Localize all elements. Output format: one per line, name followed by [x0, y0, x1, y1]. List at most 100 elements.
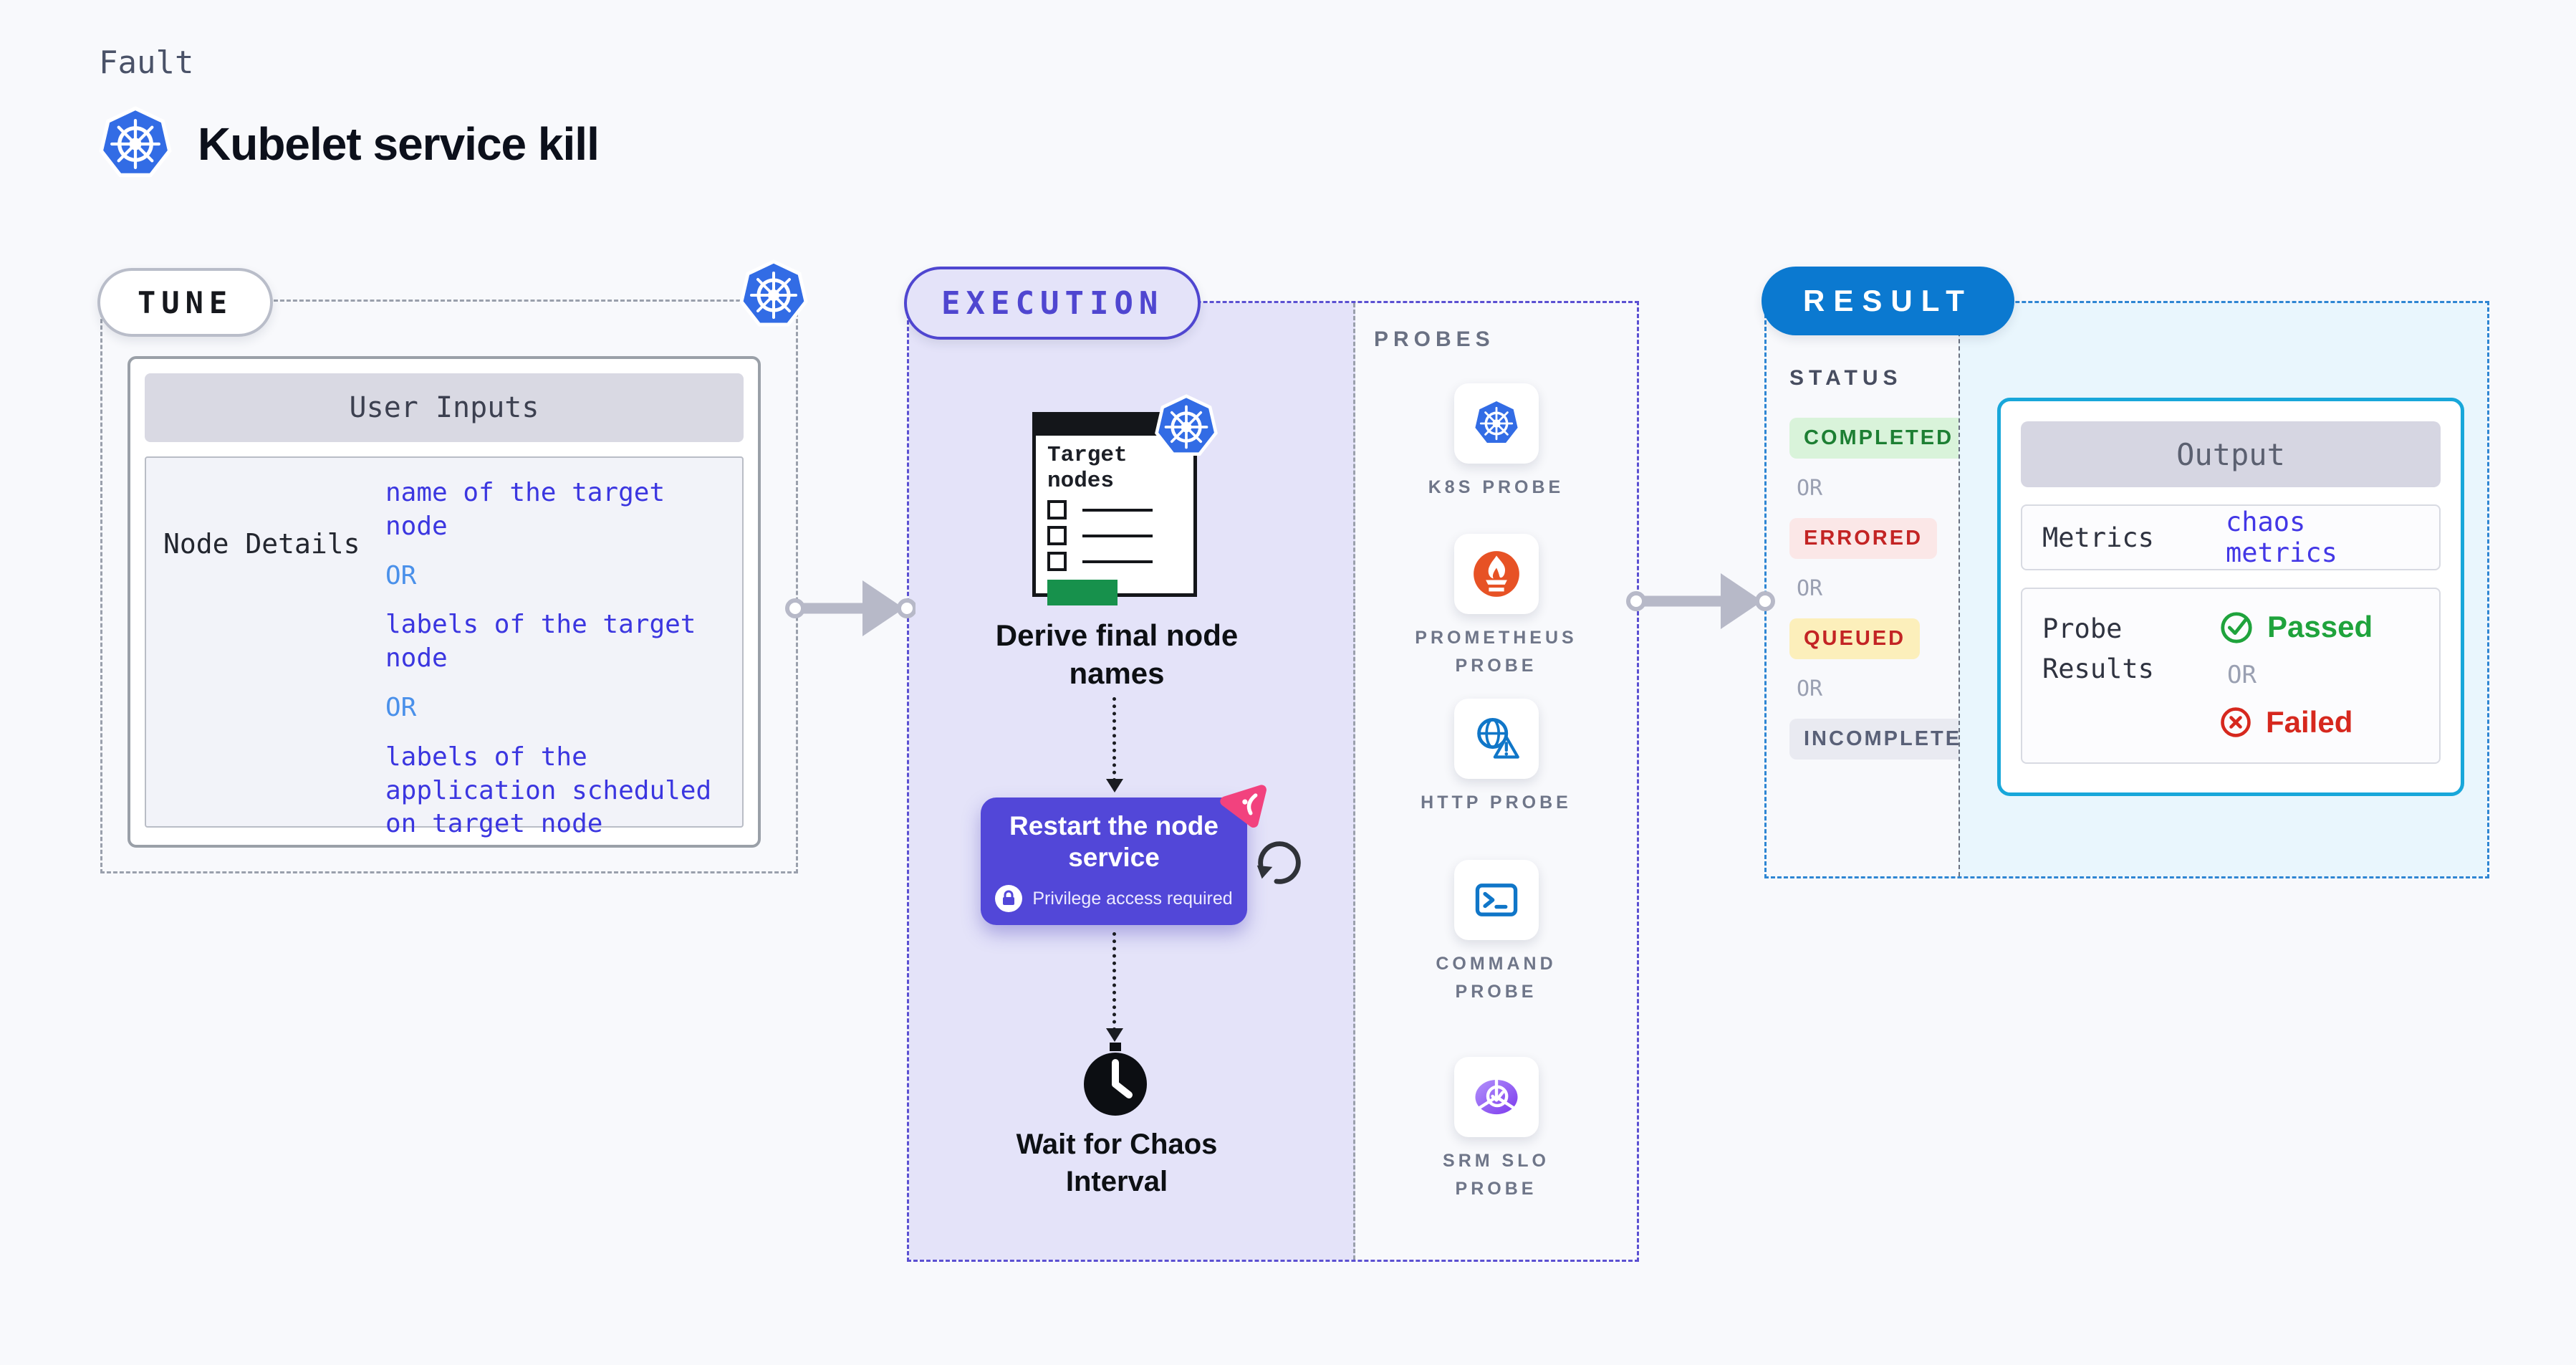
probe-label: K8S PROBE — [1428, 477, 1565, 497]
check-circle-icon — [2221, 612, 2252, 643]
probes-zone: PROBES K8S PROBE PROMETHEUS PROBE — [1355, 303, 1637, 1260]
value-item: name of the target node — [385, 478, 665, 541]
page-title: Kubelet service kill — [198, 118, 600, 170]
line — [1082, 560, 1153, 563]
action-title: Restart the node service — [1009, 810, 1219, 872]
or-separator: OR — [385, 692, 417, 722]
or-separator: OR — [2227, 661, 2257, 689]
privilege-note: Privilege access required — [1032, 888, 1233, 909]
title-row: Kubelet service kill — [97, 106, 600, 182]
probe-item: PROMETHEUS PROBE — [1355, 534, 1637, 680]
status-title: STATUS — [1789, 366, 1903, 390]
kubernetes-icon — [1472, 398, 1520, 446]
probe-card — [1453, 534, 1539, 614]
arrow-down-icon — [1106, 1028, 1123, 1050]
output-header: Output — [2021, 421, 2441, 487]
tune-section: User Inputs Node Details name of the tar… — [100, 300, 798, 873]
flow-arrow-icon — [785, 580, 915, 636]
kubernetes-icon — [97, 106, 173, 182]
slo-gauge-icon — [1474, 1078, 1518, 1115]
failed-label: Failed — [2266, 705, 2353, 739]
kubernetes-icon — [1153, 394, 1219, 460]
checkbox-row — [1047, 500, 1182, 520]
target-nodes-title: Target nodes — [1047, 443, 1128, 494]
prometheus-icon — [1473, 551, 1519, 597]
node-details-row: Node Details name of the target node OR … — [145, 456, 744, 838]
probe-label: COMMAND PROBE — [1436, 954, 1557, 1002]
probe-item: HTTP PROBE — [1355, 699, 1637, 817]
wait-step-label: Wait for Chaos Interval — [1016, 1129, 1218, 1197]
dotted-connector — [1112, 697, 1116, 782]
or-separator: OR — [1797, 476, 1823, 501]
status-column: STATUS COMPLETED OR ERRORED OR QUEUED OR… — [1767, 303, 1994, 876]
derive-step-label: Derive final node names — [995, 618, 1239, 690]
probe-label: SRM SLO PROBE — [1443, 1151, 1549, 1199]
probe-item: SRM SLO PROBE — [1355, 1057, 1637, 1203]
probe-results-row: Probe Results Passed OR — [2021, 588, 2441, 764]
checkbox-icon — [1047, 526, 1067, 546]
refresh-icon — [1256, 841, 1301, 884]
restart-node-service-card: Restart the node service Privilege acces… — [981, 785, 1267, 925]
target-nodes-window: Target nodes — [1032, 412, 1197, 606]
node-details-values: name of the target node OR labels of the… — [385, 476, 725, 838]
passed-label: Passed — [2267, 610, 2373, 643]
output-zone: Output Metrics chaos metrics Probe Resul… — [1959, 303, 2487, 876]
checkbox-row — [1047, 526, 1182, 546]
or-separator: OR — [1797, 576, 1823, 601]
value-item: labels of the target node — [385, 610, 696, 674]
probe-item: COMMAND PROBE — [1355, 860, 1637, 1006]
probes-title: PROBES — [1374, 327, 1495, 351]
probe-results-values: Passed OR Failed — [2219, 609, 2373, 739]
dotted-connector — [1112, 932, 1116, 1031]
metrics-row: Metrics chaos metrics — [2021, 504, 2441, 570]
failed-line: Failed — [2219, 705, 2373, 739]
green-button-bar — [1047, 580, 1118, 606]
value-item: labels of the application scheduled on t… — [385, 742, 712, 839]
execution-flow-zone: Target nodes Derive final node names Res… — [909, 303, 1355, 1260]
flow-arrow-icon — [1626, 573, 1775, 629]
checkbox-icon — [1047, 500, 1067, 520]
probe-label: HTTP PROBE — [1421, 792, 1572, 813]
metrics-label: Metrics — [2042, 522, 2154, 553]
tune-badge: TUNE — [97, 268, 274, 337]
execution-badge: EXECUTION — [904, 267, 1201, 340]
probe-card — [1453, 1057, 1539, 1137]
probe-results-label: Probe Results — [2042, 613, 2154, 684]
or-separator: OR — [1797, 676, 1823, 701]
globe-warning-icon — [1476, 718, 1519, 759]
user-inputs-card: User Inputs Node Details name of the tar… — [128, 356, 761, 848]
status-badge-queued: QUEUED — [1789, 618, 1921, 659]
probe-card — [1453, 383, 1539, 464]
passed-line: Passed — [2219, 609, 2373, 645]
line — [1082, 508, 1153, 512]
checkbox-icon — [1047, 552, 1067, 572]
privilege-row: Privilege access required — [995, 885, 1233, 913]
chaos-icon — [1220, 785, 1267, 828]
x-circle-icon — [2221, 707, 2251, 737]
terminal-icon — [1475, 883, 1517, 916]
metrics-value: chaos metrics — [2225, 507, 2337, 568]
execution-badge-label: EXECUTION — [941, 284, 1164, 322]
result-badge-label: RESULT — [1803, 284, 1973, 317]
probe-item: K8S PROBE — [1355, 383, 1637, 502]
window-body: Target nodes — [1036, 436, 1193, 613]
or-separator: OR — [385, 560, 417, 590]
probe-card — [1453, 699, 1539, 779]
kubernetes-icon — [738, 259, 809, 331]
fault-category-label: Fault — [99, 44, 194, 81]
line — [1082, 534, 1153, 537]
result-badge: RESULT — [1762, 267, 2014, 335]
status-badge-completed: COMPLETED — [1789, 418, 1969, 459]
status-badge-errored: ERRORED — [1789, 518, 1938, 559]
lock-icon — [995, 885, 1023, 913]
execution-section: Target nodes Derive final node names Res… — [907, 301, 1639, 1262]
tune-badge-label: TUNE — [138, 284, 234, 320]
checkbox-row — [1047, 552, 1182, 572]
result-section: STATUS COMPLETED OR ERRORED OR QUEUED OR… — [1764, 301, 2489, 878]
clock-icon — [1084, 1043, 1147, 1116]
probe-card — [1453, 860, 1539, 940]
arrow-down-icon — [1106, 779, 1123, 801]
node-details-label: Node Details — [163, 528, 360, 560]
output-card: Output Metrics chaos metrics Probe Resul… — [1997, 398, 2464, 796]
